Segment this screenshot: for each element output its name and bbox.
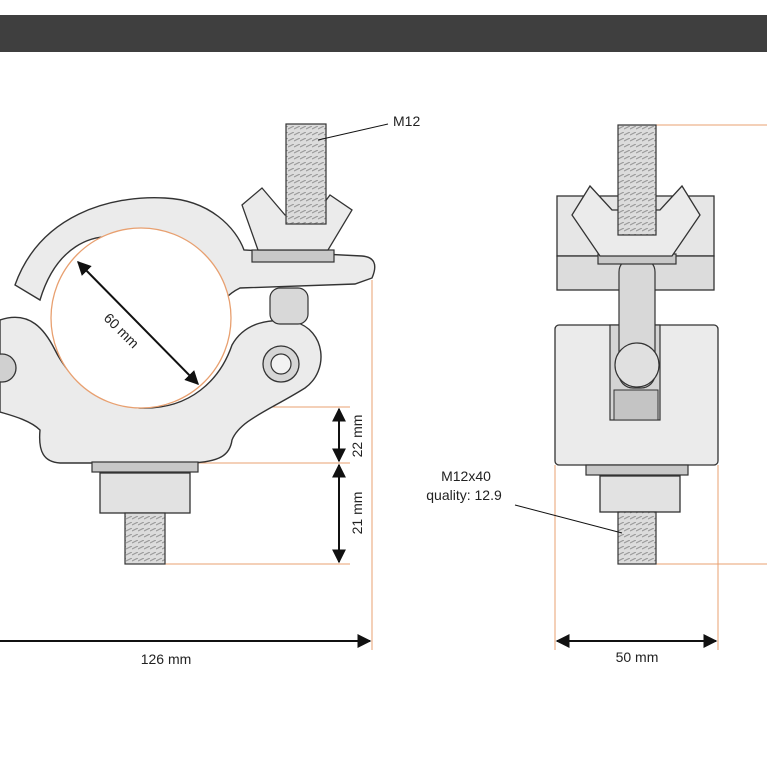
width-front-label: 50 mm xyxy=(616,649,659,665)
bolt-top-leader xyxy=(317,123,389,141)
front-base-plate xyxy=(613,389,659,421)
front-bolt-eye xyxy=(614,342,660,388)
side-view: 60 mm 22 mm 21 mm 126 mm M12 xyxy=(0,113,420,667)
dim-upper-label: 22 mm xyxy=(349,415,365,458)
bolt-top-label: M12 xyxy=(393,113,420,129)
width-side-label: 126 mm xyxy=(141,651,192,667)
side-bottom-washer xyxy=(91,461,199,473)
side-top-washer xyxy=(251,249,335,263)
tube-outline xyxy=(50,227,232,409)
front-top-thread xyxy=(617,124,657,236)
bolt-bottom-leader xyxy=(514,504,623,534)
front-view: 50 mm M12x40 quality: 12.9 xyxy=(426,124,767,665)
side-bottom-thread xyxy=(124,512,166,565)
bolt-bottom-label-line2: quality: 12.9 xyxy=(426,487,502,503)
tube-diameter-line xyxy=(77,261,199,385)
header-bar xyxy=(0,15,767,52)
side-top-thread xyxy=(285,123,327,225)
side-top-bolt-shaft xyxy=(269,287,309,325)
front-bottom-washer xyxy=(585,464,689,476)
right-pivot-inner xyxy=(270,353,292,375)
front-extension-lines xyxy=(554,124,767,650)
bolt-bottom-label-line1: M12x40 xyxy=(441,468,491,484)
left-pivot xyxy=(0,353,17,383)
front-bottom-thread xyxy=(617,511,657,565)
dim-lower-label: 21 mm xyxy=(349,492,365,535)
side-bottom-nut xyxy=(99,472,191,514)
front-bottom-nut xyxy=(599,475,681,513)
